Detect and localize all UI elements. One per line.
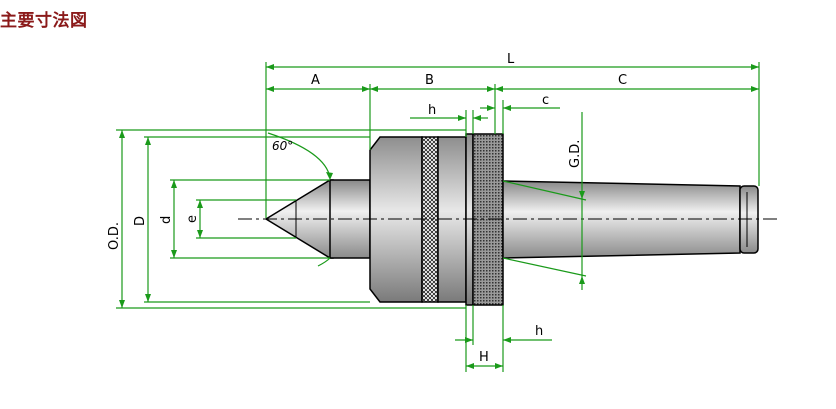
dim-L: L	[266, 52, 759, 70]
dim-d: d	[159, 180, 177, 258]
dim-label-h-bottom: h	[535, 324, 543, 339]
dim-D: D	[133, 137, 151, 302]
dim-h-top: h	[410, 103, 488, 121]
dim-label-d: d	[159, 216, 174, 224]
dim-label-A: A	[311, 73, 320, 88]
dim-H: H	[466, 350, 503, 369]
dim-label-H: H	[479, 350, 489, 365]
dim-GD: G.D.	[568, 112, 585, 290]
dim-h-bottom: h	[455, 324, 552, 343]
dim-e: e	[185, 200, 203, 238]
page-title: 主要寸法図	[0, 11, 88, 31]
dim-OD: O.D.	[107, 130, 125, 308]
dim-label-C: C	[618, 73, 627, 88]
dim-label-D: D	[133, 216, 148, 226]
dim-label-h-top: h	[428, 103, 436, 118]
extension-lines	[116, 62, 760, 372]
dim-label-OD: O.D.	[107, 222, 122, 250]
dim-label-e: e	[185, 215, 200, 223]
dim-c: c	[480, 93, 560, 111]
dim-label-B: B	[425, 73, 434, 88]
dim-C: C	[495, 73, 759, 92]
angle-label: 60°	[272, 139, 293, 153]
dim-A: A	[266, 73, 370, 92]
dim-angle-60: 60°	[267, 132, 333, 267]
dim-label-L: L	[507, 52, 515, 67]
dim-label-c: c	[542, 93, 549, 108]
dim-B: B	[370, 73, 495, 92]
dim-label-GD: G.D.	[568, 140, 583, 168]
